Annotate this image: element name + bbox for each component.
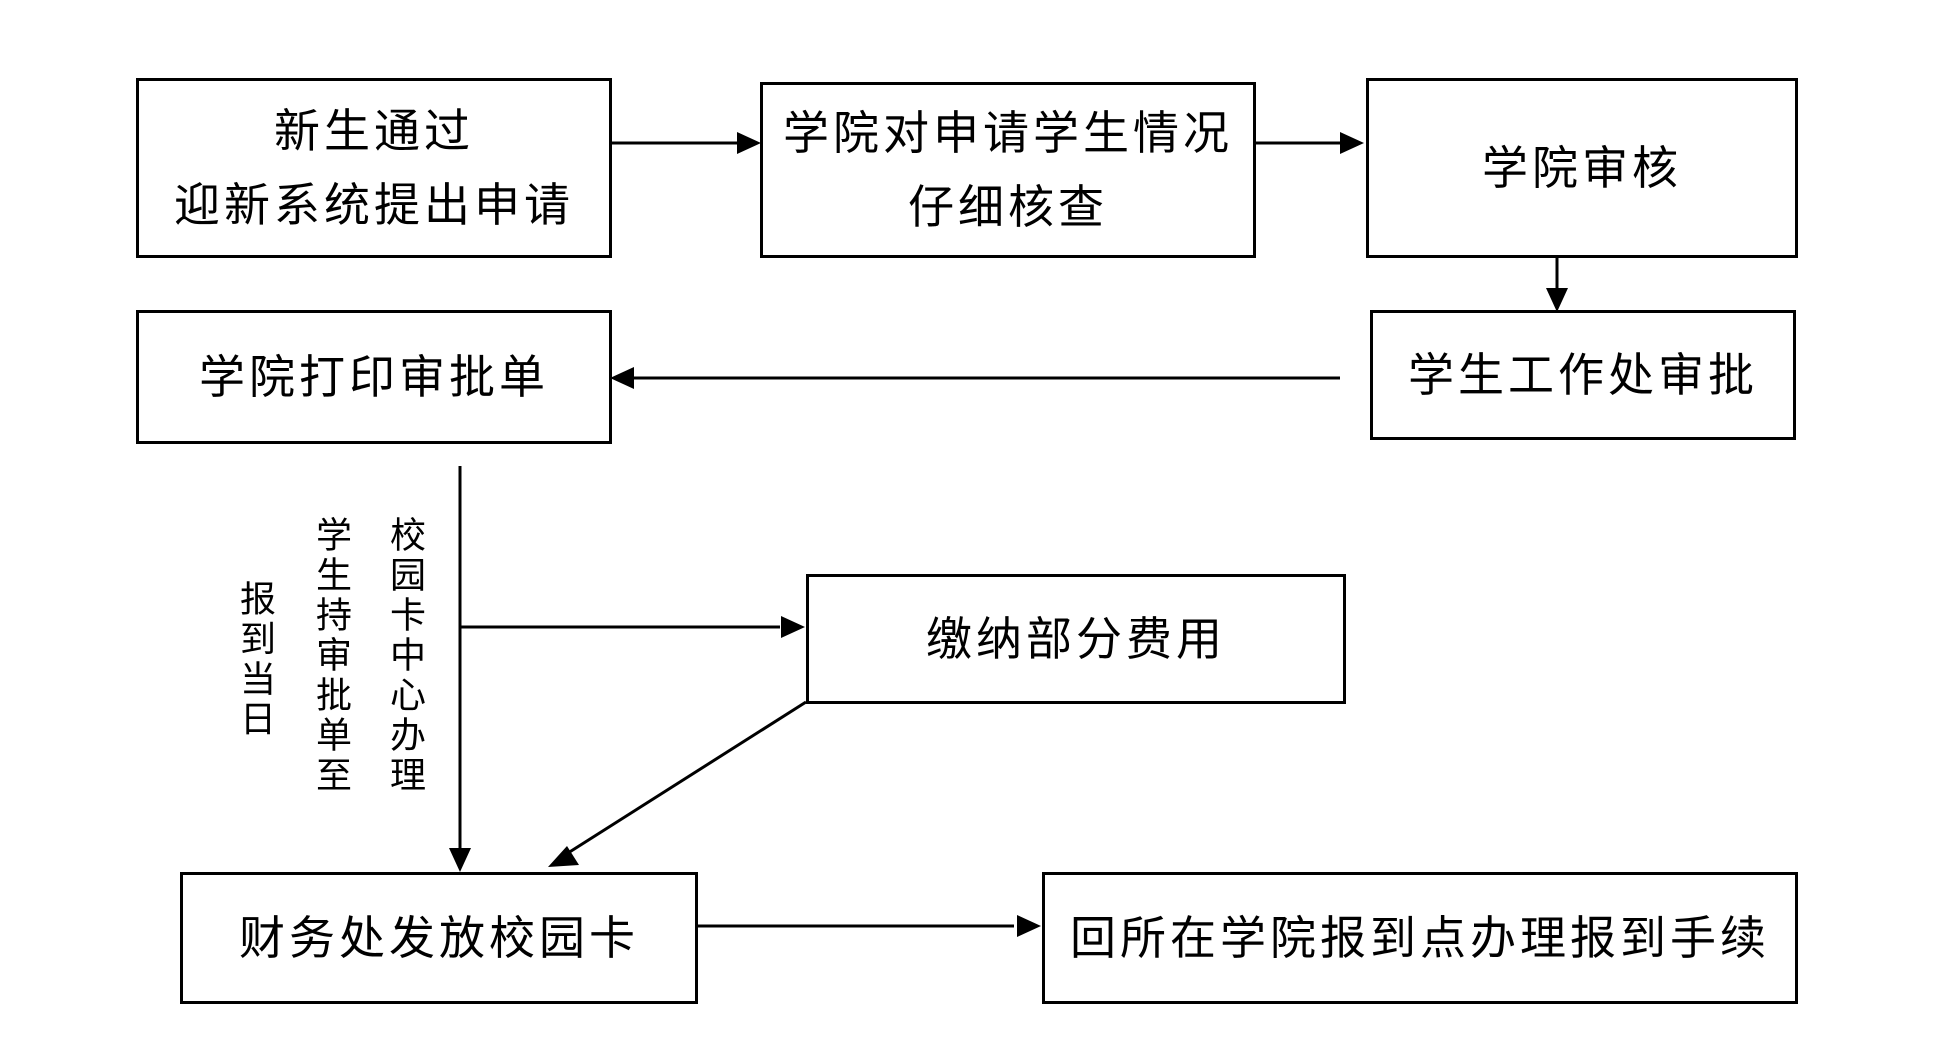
arrowhead-print <box>610 367 634 389</box>
node-office-approve: 学生工作处审批 <box>1370 310 1796 440</box>
node-college-review-text: 学院审核 <box>1482 141 1682 195</box>
arrowhead-card <box>449 848 471 872</box>
arrowhead-register <box>1017 915 1041 937</box>
node-apply-line2: 迎新系统提出申请 <box>174 178 574 232</box>
node-print-form-text: 学院打印审批单 <box>199 350 549 404</box>
node-apply: 新生通过 迎新系统提出申请 <box>136 78 612 258</box>
node-check: 学院对申请学生情况 仔细核查 <box>760 82 1256 258</box>
arrowhead-pay <box>781 616 805 638</box>
node-check-line2: 仔细核查 <box>908 180 1108 234</box>
node-apply-line1: 新生通过 <box>274 104 474 158</box>
arrow-pay-to-card <box>567 700 807 855</box>
vertical-label-col2: 学生持审批单至 <box>310 516 351 796</box>
vertical-label-col3: 校园卡中心办理 <box>384 516 425 796</box>
arrowhead-check <box>737 132 761 154</box>
node-pay-fee: 缴纳部分费用 <box>806 574 1346 704</box>
arrowhead-review <box>1340 132 1364 154</box>
node-issue-card-text: 财务处发放校园卡 <box>239 911 639 965</box>
node-office-approve-text: 学生工作处审批 <box>1408 348 1758 402</box>
node-check-line1: 学院对申请学生情况 <box>783 106 1233 160</box>
vertical-label-col1: 报到当日 <box>234 580 275 740</box>
node-register: 回所在学院报到点办理报到手续 <box>1042 872 1798 1004</box>
node-college-review: 学院审核 <box>1366 78 1798 258</box>
arrowhead-approve <box>1546 288 1568 312</box>
node-register-text: 回所在学院报到点办理报到手续 <box>1070 911 1770 965</box>
node-pay-fee-text: 缴纳部分费用 <box>926 612 1226 666</box>
node-issue-card: 财务处发放校园卡 <box>180 872 698 1004</box>
node-print-form: 学院打印审批单 <box>136 310 612 444</box>
arrowhead-card-diag <box>548 846 579 867</box>
